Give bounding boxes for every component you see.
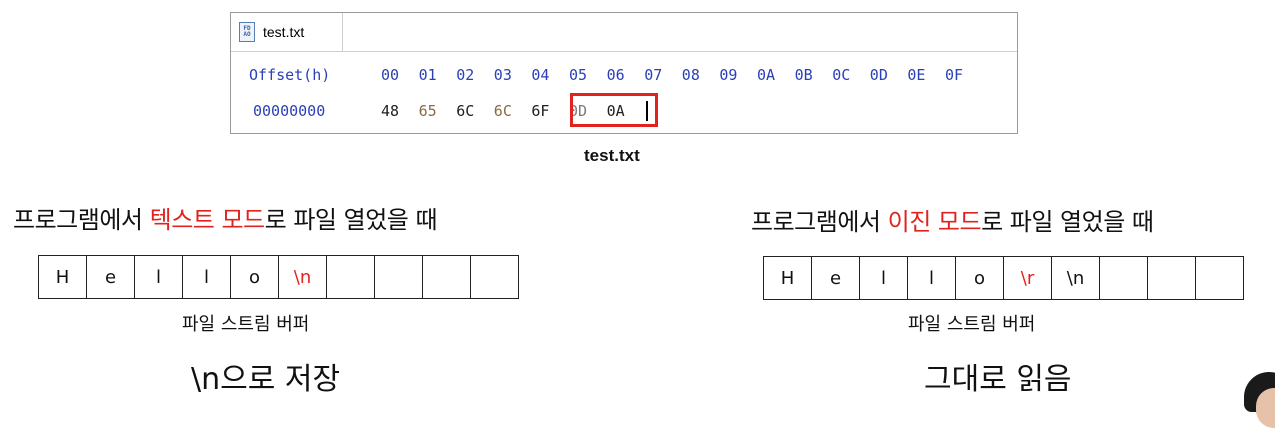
text-mode-heading-pre: 프로그램에서 [13, 206, 150, 234]
buffer-cell: l [860, 257, 908, 299]
hex-byte[interactable]: 48 [381, 102, 400, 120]
buffer-cell: H [39, 256, 87, 298]
text-mode-heading: 프로그램에서 텍스트 모드로 파일 열었을 때 [13, 200, 438, 235]
buffer-cell [1196, 257, 1244, 299]
buffer-cell: o [231, 256, 279, 298]
buffer-cell [327, 256, 375, 298]
buffer-cell: H [764, 257, 812, 299]
hex-column-header: 0C [832, 66, 851, 84]
buffer-cell: l [908, 257, 956, 299]
presenter-face [1256, 388, 1275, 428]
file-icon-text-bottom: AO [243, 31, 251, 38]
binary-mode-buffer-label: 파일 스트림 버퍼 [908, 314, 1036, 335]
buffer-cell: e [87, 256, 135, 298]
buffer-cell: \r [1004, 257, 1052, 299]
hex-data-row: 00000000 48 65 6C 6C 6F 0D 0A [249, 102, 625, 156]
hex-column-header: 07 [644, 66, 663, 84]
hex-byte[interactable]: 6C [493, 102, 512, 120]
buffer-cell [1100, 257, 1148, 299]
hex-byte[interactable]: 65 [418, 102, 437, 120]
hex-column-header: 0E [907, 66, 926, 84]
buffer-cell: l [135, 256, 183, 298]
buffer-cell: o [956, 257, 1004, 299]
hex-header-row: Offset(h) 00 01 02 03 04 05 06 07 08 09 0A 0B 0C 0D 0E… [249, 66, 963, 120]
binary-mode-heading-pre: 프로그램에서 [751, 208, 888, 236]
hex-byte[interactable]: 6C [456, 102, 475, 120]
buffer-cell [471, 256, 519, 298]
hex-column-header: 00 [381, 66, 400, 84]
hex-column-header: 06 [606, 66, 625, 84]
text-mode-result: \n으로 저장 [191, 362, 341, 397]
hex-column-header: 0D [869, 66, 888, 84]
hex-column-header: 04 [531, 66, 550, 84]
binary-mode-heading-highlight: 이진 모드 [887, 208, 982, 236]
text-mode-heading-post: 로 파일 열었을 때 [264, 206, 438, 234]
tab-test-txt[interactable]: FD AO test.txt [231, 13, 343, 51]
text-cursor [646, 101, 648, 121]
tab-bar: FD AO test.txt [231, 13, 1017, 52]
hex-column-header: 0B [794, 66, 813, 84]
presenter-video-thumbnail [1240, 372, 1275, 432]
hex-byte[interactable]: 6F [531, 102, 550, 120]
hex-column-header: 05 [569, 66, 588, 84]
binary-mode-result: 그대로 읽음 [924, 362, 1072, 397]
figure-caption: test.txt [584, 146, 640, 165]
hex-column-header: 0F [945, 66, 964, 84]
hex-column-header: 08 [681, 66, 700, 84]
row-offset: 00000000 [253, 102, 326, 120]
binary-mode-heading: 프로그램에서 이진 모드로 파일 열었을 때 [751, 202, 1154, 237]
hex-column-header: 02 [456, 66, 475, 84]
text-mode-heading-highlight: 텍스트 모드 [149, 206, 266, 234]
hex-byte[interactable]: 0D [569, 102, 588, 120]
buffer-cell: \n [1052, 257, 1100, 299]
file-icon-text-top: FD [243, 25, 251, 32]
buffer-cell [375, 256, 423, 298]
binary-mode-heading-post: 로 파일 열었을 때 [981, 208, 1154, 236]
buffer-cell: \n [279, 256, 327, 298]
hex-file-icon: FD AO [239, 22, 255, 42]
hex-column-header: 03 [493, 66, 512, 84]
hex-editor-window: FD AO test.txt Offset(h) 00 01 02 03 04 05 06 0… [230, 12, 1018, 134]
buffer-cell [1148, 257, 1196, 299]
hex-column-header: 0A [757, 66, 776, 84]
offset-header-label: Offset(h) [249, 66, 331, 84]
text-mode-buffer-label: 파일 스트림 버퍼 [182, 314, 310, 335]
hex-column-header: 09 [719, 66, 738, 84]
hex-column-header: 01 [418, 66, 437, 84]
tab-label: test.txt [263, 24, 305, 40]
buffer-cell [423, 256, 471, 298]
buffer-cell: e [812, 257, 860, 299]
buffer-cell: l [183, 256, 231, 298]
hex-byte[interactable]: 0A [606, 102, 625, 120]
crlf-highlight-box [570, 93, 658, 127]
